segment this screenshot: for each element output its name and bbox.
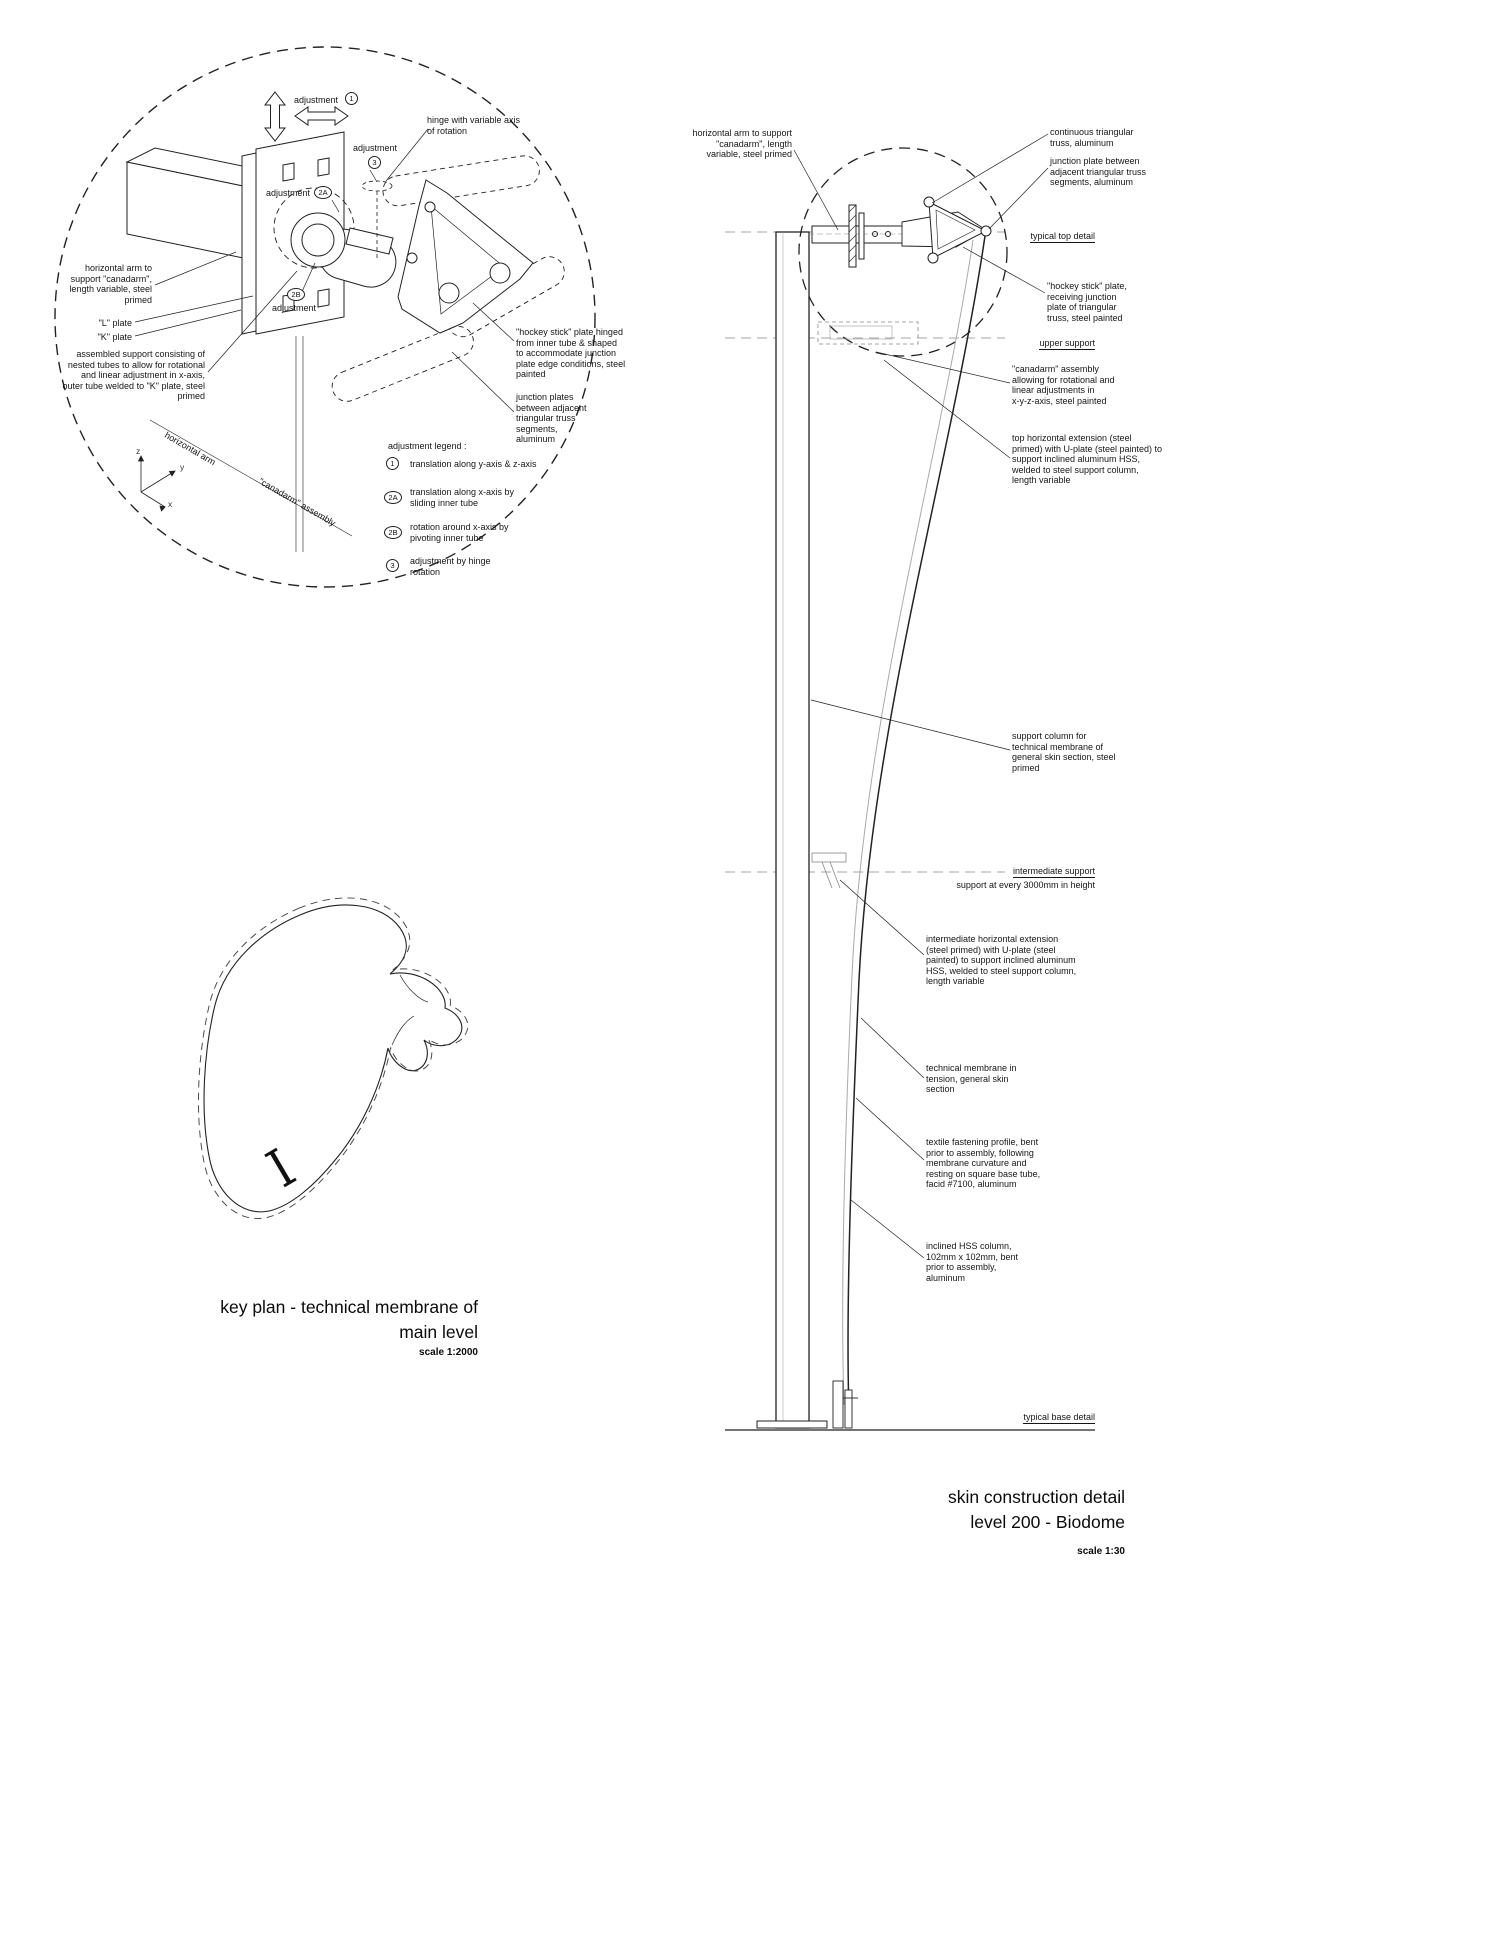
- intermediate-support-note: support at every 3000mm in height: [956, 880, 1095, 890]
- junction-plates-label: junction plates between adjacent triangu…: [516, 392, 587, 445]
- membrane-label: technical membrane in tension, general s…: [926, 1063, 1017, 1095]
- adjustment-marker-1: 1: [345, 92, 358, 105]
- section-title: skin construction detail level 200 - Bio…: [947, 1487, 1125, 1532]
- legend-marker-2b: 2B: [384, 526, 402, 539]
- section-horizontal-arm-label: horizontal arm to support "canadarm", le…: [692, 128, 792, 160]
- axis-z-label: z: [136, 446, 141, 456]
- horizontal-arm-label: horizontal arm to support "canadarm", le…: [69, 263, 152, 305]
- continuous-truss-label: continuous triangular truss, aluminum: [1050, 127, 1134, 148]
- inclined-hss-label: inclined HSS column, 102mm x 102mm, bent…: [926, 1241, 1019, 1283]
- section-scale: scale 1:30: [1077, 1546, 1125, 1557]
- adjustment-marker-3: 3: [368, 156, 381, 169]
- intermediate-support-label: intermediate support: [1012, 866, 1095, 878]
- top-horizontal-extension-label: top horizontal extension (steel primed) …: [1012, 433, 1163, 486]
- typical-top-detail-label: typical top detail: [1030, 231, 1095, 243]
- adjustment-2b-label: adjustment: [272, 303, 317, 313]
- textile-profile-label: textile fastening profile, bent prior to…: [926, 1137, 1041, 1190]
- adjustment-marker-2a: 2A: [314, 186, 332, 199]
- hinge-label: hinge with variable axis of rotation: [427, 115, 521, 136]
- intermediate-extension-label: intermediate horizontal extension (steel…: [926, 934, 1077, 987]
- key-plan-scale: scale 1:2000: [419, 1347, 478, 1358]
- adjustment-2a-label: adjustment: [266, 188, 311, 198]
- legend-marker-2a: 2A: [384, 491, 402, 504]
- hockey-stick-label: "hockey stick" plate hinged from inner t…: [516, 327, 626, 380]
- adjustment-1-label: adjustment: [294, 95, 339, 105]
- adjustment-3-label: adjustment: [353, 143, 398, 153]
- typical-base-detail-label: typical base detail: [1023, 1412, 1095, 1424]
- canadarm-detail-drawing: [54, 46, 596, 588]
- axis-y-label: y: [180, 462, 185, 472]
- legend-item-3: adjustment by hinge rotation: [410, 556, 491, 577]
- legend-title: adjustment legend :: [388, 441, 467, 451]
- adjustment-marker-2b: 2B: [287, 288, 305, 301]
- canadarm-assembly-label: "canadarm" assembly allowing for rotatio…: [1012, 364, 1115, 406]
- axis-x-label: x: [168, 499, 173, 509]
- key-plan-drawing: [197, 897, 469, 1220]
- legend-marker-3: 3: [386, 559, 399, 572]
- legend-item-2a: translation along x-axis by sliding inne…: [410, 487, 515, 508]
- l-plate-label: "L" plate: [98, 318, 132, 328]
- k-plate-label: "K" plate: [97, 332, 132, 342]
- junction-plate-label: junction plate between adjacent triangul…: [1050, 156, 1147, 188]
- section-drawing: [725, 133, 1095, 1431]
- key-plan-title: key plan - technical membrane of main le…: [220, 1297, 478, 1342]
- legend-marker-1: 1: [386, 457, 399, 470]
- hockey-stick-plate-label: "hockey stick" plate, receiving junction…: [1047, 281, 1127, 323]
- legend-item-2b: rotation around x-axis by pivoting inner…: [410, 522, 509, 543]
- upper-support-label: upper support: [1039, 338, 1095, 350]
- key-plan-detail-marker: [264, 1147, 297, 1188]
- support-column-label: support column for technical membrane of…: [1012, 731, 1116, 773]
- legend-item-1: translation along y-axis & z-axis: [410, 459, 537, 469]
- assembled-support-label: assembled support consisting of nested t…: [62, 349, 205, 402]
